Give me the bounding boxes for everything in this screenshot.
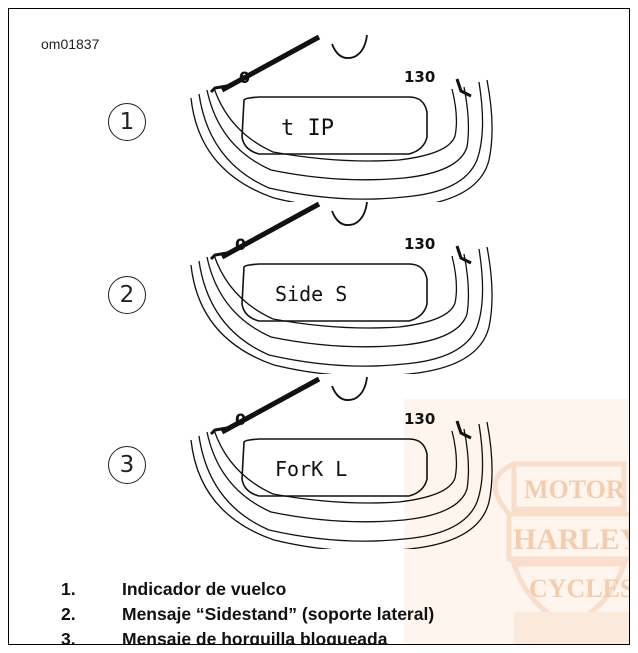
watermark-text-mid: HARLEY-DAV <box>513 523 630 556</box>
legend-number: 2. <box>61 604 76 624</box>
legend-text: Mensaje “Sidestand” (soporte lateral) <box>122 604 435 624</box>
legend-text: Mensaje de horquilla bloqueada <box>122 629 388 645</box>
figure-frame: MOTOR HARLEY-DAV CYCLES om01837 0 130 t … <box>8 8 630 645</box>
lcd-display-text: t IP <box>281 116 334 141</box>
legend-item: 1. Indicador de vuelco <box>61 577 434 602</box>
scale-min-label: 0 <box>235 410 246 429</box>
scale-min-label: 0 <box>235 235 246 254</box>
legend-number: 1. <box>61 579 76 599</box>
callout-1: 1 <box>108 103 146 141</box>
lcd-display-text: ForK L <box>275 457 347 481</box>
harley-davidson-watermark-logo: MOTOR HARLEY-DAV CYCLES <box>404 399 630 644</box>
scale-min-label: 0 <box>239 68 250 87</box>
legend-item: 3. Mensaje de horquilla bloqueada <box>61 627 434 645</box>
legend-number: 3. <box>61 629 76 645</box>
scale-max-label: 130 <box>404 410 435 428</box>
callout-2: 2 <box>108 276 146 314</box>
scale-max-label: 130 <box>404 235 435 253</box>
figure-reference-code: om01837 <box>41 36 100 52</box>
gauge-3: 0 130 ForK L <box>190 376 493 549</box>
gauge-2: 0 130 Side S <box>190 201 493 374</box>
lcd-display-text: Side S <box>275 282 347 306</box>
watermark-text-bottom: CYCLES <box>529 574 630 603</box>
watermark-text-top: MOTOR <box>524 475 625 504</box>
legend-item: 2. Mensaje “Sidestand” (soporte lateral) <box>61 602 434 627</box>
legend-text: Indicador de vuelco <box>122 579 287 599</box>
scale-max-label: 130 <box>404 68 435 86</box>
callout-3: 3 <box>108 446 146 484</box>
gauge-1: 0 130 t IP <box>190 34 493 202</box>
legend: 1. Indicador de vuelco 2. Mensaje “Sides… <box>61 577 434 645</box>
